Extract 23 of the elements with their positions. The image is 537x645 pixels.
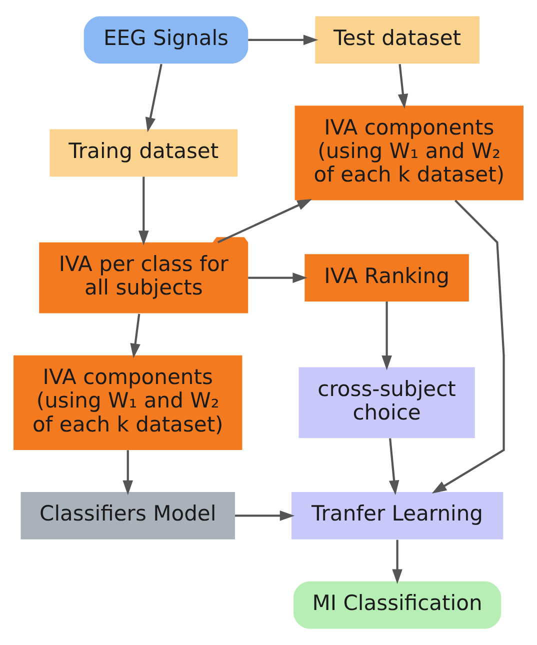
node-box: Traing dataset — [50, 129, 238, 177]
node-box: Tranfer Learning — [292, 492, 504, 540]
node-box: cross-subject choice — [298, 367, 475, 438]
arrow — [382, 302, 392, 370]
arrow — [392, 540, 402, 584]
arrow — [217, 198, 312, 244]
arrow — [248, 272, 308, 283]
arrow — [235, 510, 295, 521]
arrow — [130, 314, 140, 358]
arrow — [432, 200, 505, 494]
arrow — [248, 34, 318, 46]
node-box: MI Classification — [293, 581, 502, 629]
node-box: IVA components (using W₁ and W₂ of each k dataset) — [294, 106, 524, 200]
arrow — [398, 64, 408, 109]
arrow — [122, 450, 134, 496]
arrow — [145, 64, 162, 132]
node-box: Classifiers Model — [20, 492, 235, 540]
node-box: EEG Signals — [84, 16, 248, 64]
arrow — [388, 438, 400, 496]
node-box: IVA components (using W₁ and W₂ of each k dataset) — [14, 355, 242, 450]
node-box: IVA Ranking — [304, 254, 469, 302]
arrow — [138, 176, 149, 246]
node-box: Test dataset — [315, 16, 480, 64]
